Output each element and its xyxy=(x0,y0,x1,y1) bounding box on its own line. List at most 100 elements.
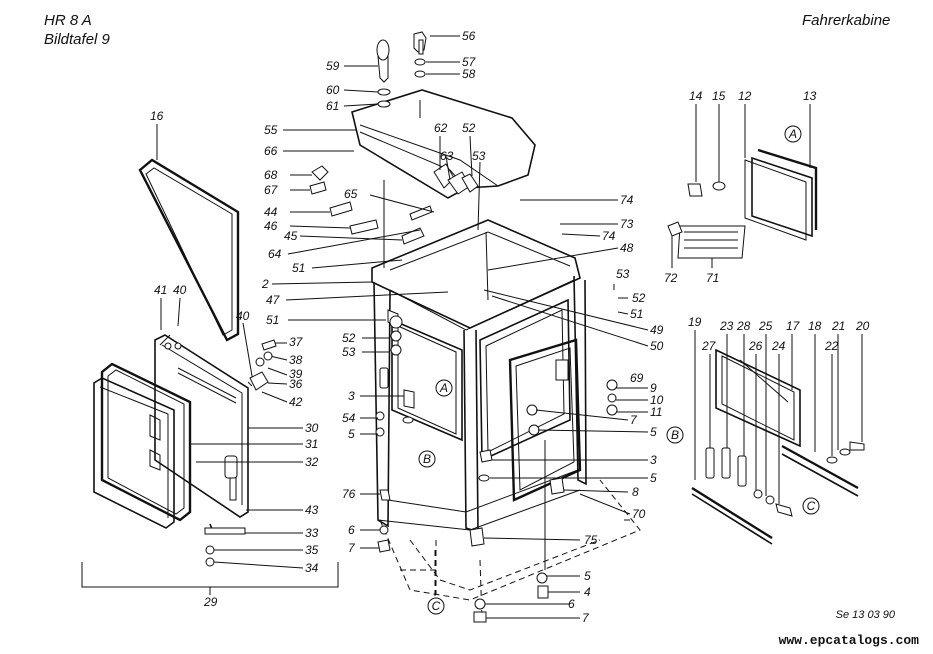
part-label-48: 48 xyxy=(620,241,634,255)
svg-text:A: A xyxy=(788,127,797,141)
cabin-frame xyxy=(371,219,618,547)
part-label-7: 7 xyxy=(630,413,638,427)
part-label-58: 58 xyxy=(462,67,476,81)
part-label-53: 53 xyxy=(342,345,356,359)
part-label-31: 31 xyxy=(305,437,318,451)
part-label-51: 51 xyxy=(292,261,305,275)
roof-components xyxy=(309,31,479,245)
drawing-reference: Se 13 03 90 xyxy=(835,609,895,621)
part-label-7: 7 xyxy=(348,541,356,555)
svg-text:A: A xyxy=(439,381,448,395)
callout-b-right: B xyxy=(666,426,684,444)
part-label-65: 65 xyxy=(344,187,358,201)
part-label-22: 22 xyxy=(824,339,839,353)
part-label-26: 26 xyxy=(748,339,763,353)
part-label-5: 5 xyxy=(650,471,657,485)
part-label-63: 63 xyxy=(440,149,454,163)
part-label-20: 20 xyxy=(855,319,870,333)
watermark-text: www.epcatalogs.com xyxy=(778,633,919,648)
part-label-32: 32 xyxy=(305,455,319,469)
part-label-45: 45 xyxy=(284,229,298,243)
part-label-35: 35 xyxy=(305,543,319,557)
window-frame-31 xyxy=(93,362,192,529)
part-label-60: 60 xyxy=(326,83,340,97)
part-label-33: 33 xyxy=(305,526,319,540)
part-label-15: 15 xyxy=(712,89,726,103)
part-label-46: 46 xyxy=(264,219,278,233)
part-label-6: 6 xyxy=(348,523,355,537)
part-label-13: 13 xyxy=(803,89,817,103)
part-label-19: 19 xyxy=(688,315,702,329)
callout-a-top-right: A xyxy=(784,125,802,143)
part-label-76: 76 xyxy=(342,487,356,501)
part-label-57: 57 xyxy=(462,55,477,69)
part-label-12: 12 xyxy=(738,89,752,103)
part-label-27: 27 xyxy=(701,339,717,353)
callout-c-right: C xyxy=(802,497,820,515)
part-label-62: 62 xyxy=(434,121,448,135)
part-label-24: 24 xyxy=(771,339,786,353)
part-label-51: 51 xyxy=(266,313,279,327)
callout-a-cabin: A xyxy=(435,379,453,397)
part-label-5: 5 xyxy=(584,569,591,583)
part-label-3: 3 xyxy=(650,453,657,467)
part-label-16: 16 xyxy=(150,109,164,123)
part-label-42: 42 xyxy=(289,395,303,409)
part-label-25: 25 xyxy=(758,319,773,333)
part-label-37: 37 xyxy=(289,335,304,349)
part-label-5: 5 xyxy=(650,425,657,439)
svg-text:B: B xyxy=(423,452,431,466)
part-label-40: 40 xyxy=(173,283,187,297)
door-frame-16 xyxy=(138,158,240,346)
part-label-21: 21 xyxy=(831,319,845,333)
part-label-39: 39 xyxy=(289,367,303,381)
part-label-38: 38 xyxy=(289,353,303,367)
part-label-10: 10 xyxy=(650,393,664,407)
part-label-50: 50 xyxy=(650,339,664,353)
part-label-4: 4 xyxy=(584,585,591,599)
part-label-23: 23 xyxy=(719,319,734,333)
part-label-54: 54 xyxy=(342,411,356,425)
part-label-43: 43 xyxy=(305,503,319,517)
plate-title: Bildtafel 9 xyxy=(44,31,110,48)
part-label-47: 47 xyxy=(266,293,281,307)
callout-c-bottom: C xyxy=(427,597,445,615)
part-label-2: 2 xyxy=(261,277,269,291)
part-label-66: 66 xyxy=(264,144,278,158)
part-label-36: 36 xyxy=(289,377,303,391)
callout-b-cabin: B xyxy=(418,450,436,468)
part-label-61: 61 xyxy=(326,99,339,113)
part-label-56: 56 xyxy=(462,29,476,43)
lower-right-leaders xyxy=(694,330,863,504)
part-label-52: 52 xyxy=(632,291,646,305)
part-label-14: 14 xyxy=(689,89,703,103)
part-label-74: 74 xyxy=(620,193,634,207)
part-label-53: 53 xyxy=(616,267,630,281)
part-label-49: 49 xyxy=(650,323,664,337)
part-label-75: 75 xyxy=(584,533,598,547)
part-label-17: 17 xyxy=(786,319,801,333)
side-window-17 xyxy=(691,348,865,545)
rear-panel-13 xyxy=(667,148,818,259)
part-label-53: 53 xyxy=(472,149,486,163)
part-label-74: 74 xyxy=(602,229,616,243)
part-label-7: 7 xyxy=(582,611,590,625)
part-label-59: 59 xyxy=(326,59,340,73)
part-label-51: 51 xyxy=(630,307,643,321)
part-label-73: 73 xyxy=(620,217,634,231)
part-label-18: 18 xyxy=(808,319,822,333)
part-label-44: 44 xyxy=(264,205,278,219)
part-label-68: 68 xyxy=(264,168,278,182)
part-label-72: 72 xyxy=(664,271,678,285)
part-label-55: 55 xyxy=(264,123,278,137)
part-label-69: 69 xyxy=(630,371,644,385)
part-label-5: 5 xyxy=(348,427,355,441)
part-label-71: 71 xyxy=(706,271,719,285)
part-label-41: 41 xyxy=(154,283,167,297)
part-label-52: 52 xyxy=(342,331,356,345)
part-label-8: 8 xyxy=(632,485,639,499)
model-title: HR 8 A xyxy=(44,12,92,29)
upper-right-leaders xyxy=(671,104,811,268)
door-leaf-30 xyxy=(154,334,249,518)
